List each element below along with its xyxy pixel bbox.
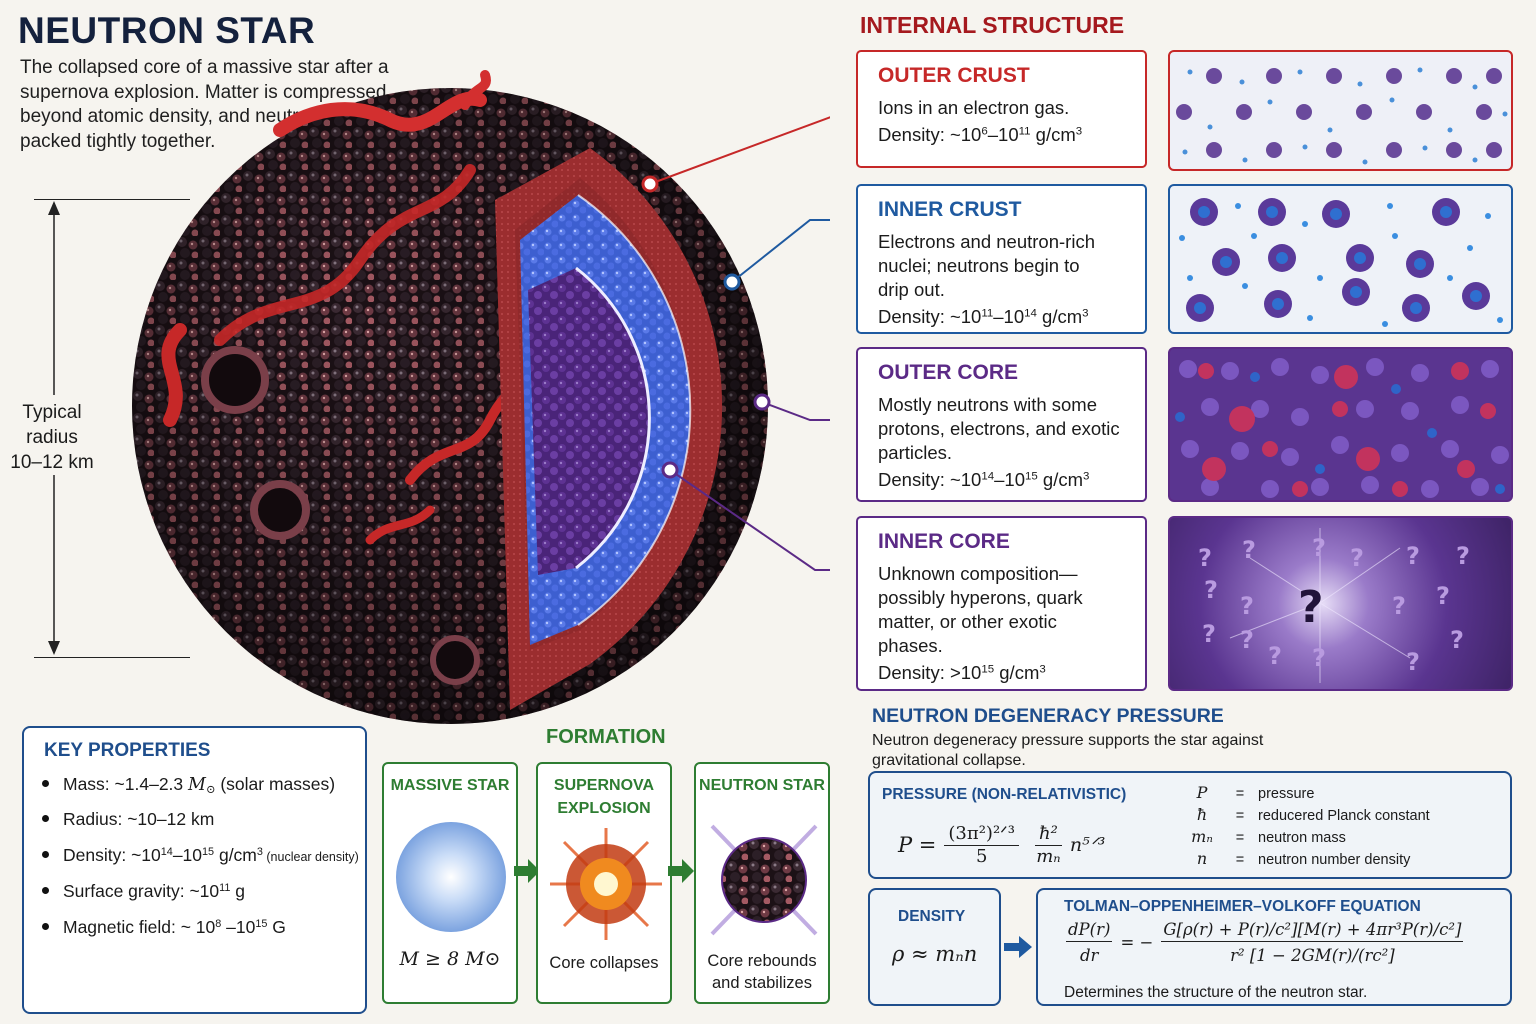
question-mark-icon: ?: [1450, 626, 1464, 654]
supernova-explosion-image: [550, 828, 662, 940]
stage-massive-star: MASSIVE STAR M ≥ 8 M⊙: [382, 762, 518, 1004]
pressure-formula: P = (3π²)²ᐟ³ 5 ħ² mₙ n⁵ᐟ³: [898, 823, 1106, 867]
outer-crust-visual: [1168, 50, 1513, 171]
tov-equation-panel: TOLMAN–OPPENHEIMER–VOLKOFF EQUATION dP(r…: [1036, 888, 1512, 1006]
question-mark-icon: ?: [1350, 544, 1364, 572]
degeneracy-description: Neutron degeneracy pressure supports the…: [872, 732, 1264, 769]
key-properties-panel: KEY PROPERTIES Mass: ~1.4–2.3 M⊙ (solar …: [22, 726, 367, 1014]
question-mark-icon: ?: [1202, 620, 1216, 648]
question-mark-icon: ?: [1406, 542, 1420, 570]
layer-inner-crust: INNER CRUST Electrons and neutron-rich n…: [856, 184, 1147, 334]
density-formula: ρ ≈ mₙn: [892, 942, 978, 966]
density-formula-panel: DENSITY ρ ≈ mₙn: [868, 888, 1001, 1006]
inner-core-visual: ?????? ???? ?????? ?: [1168, 516, 1513, 691]
layer-density: Density: ~1011–1014 g/cm3: [878, 306, 1089, 327]
property-surface-gravity: Surface gravity: ~1011 g: [42, 881, 245, 902]
right-arrow-icon: [1004, 936, 1032, 958]
radius-top-line: [34, 199, 190, 200]
right-arrow-icon: [668, 859, 694, 883]
question-mark-icon: ?: [1456, 542, 1470, 570]
layer-description: Mostly neutrons with some protons, elect…: [878, 394, 1120, 463]
question-mark-icon: ?: [1198, 544, 1212, 572]
layer-density: Density: >1015 g/cm3: [878, 662, 1046, 683]
radius-label: Typical radius 10–12 km: [10, 402, 94, 473]
key-properties-title: KEY PROPERTIES: [44, 740, 211, 761]
layer-density: Density: ~1014–1015 g/cm3: [878, 469, 1090, 490]
tov-title: TOLMAN–OPPENHEIMER–VOLKOFF EQUATION: [1064, 898, 1421, 915]
layer-outer-crust: OUTER CRUST Ions in an electron gas. Den…: [856, 50, 1147, 168]
radius-bottom-line: [34, 657, 190, 658]
question-mark-icon: ?: [1436, 582, 1450, 610]
question-mark-icon: ?: [1312, 644, 1326, 672]
question-mark-icon: ?: [1392, 592, 1406, 620]
layer-density: Density: ~106–1011 g/cm3: [878, 124, 1083, 145]
question-mark-icon: ?: [1204, 576, 1218, 604]
question-mark-icon: ?: [1240, 626, 1254, 654]
question-mark-icon: ?: [1298, 582, 1324, 633]
layer-description: Ions in an electron gas.: [878, 97, 1070, 118]
layer-title: INNER CRUST: [878, 198, 1022, 221]
legend-neutron-mass: mₙ=neutron mass: [1191, 827, 1346, 846]
layer-outer-core: OUTER CORE Mostly neutrons with some pro…: [856, 347, 1147, 502]
neutron-star-small-image: [710, 824, 818, 936]
question-mark-icon: ?: [1406, 648, 1420, 676]
page-title: NEUTRON STAR: [18, 10, 316, 51]
question-mark-icon: ?: [1240, 592, 1254, 620]
pressure-formula-panel: PRESSURE (NON-RELATIVISTIC) P = (3π²)²ᐟ³…: [868, 771, 1512, 879]
inner-crust-visual: [1168, 184, 1513, 334]
question-mark-icon: ?: [1312, 534, 1326, 562]
right-arrow-icon: [514, 859, 540, 883]
question-mark-icon: ?: [1242, 536, 1256, 564]
layer-inner-core: INNER CORE Unknown composition—possibly …: [856, 516, 1147, 691]
layer-description: Unknown composition—possibly hyperons, q…: [878, 563, 1083, 656]
up-arrow-icon: [48, 201, 60, 215]
down-arrow-icon: [48, 641, 60, 655]
layer-title: INNER CORE: [878, 530, 1010, 553]
intro-text: The collapsed core of a massive star aft…: [20, 57, 389, 152]
formation-title: FORMATION: [546, 726, 666, 748]
layer-description: Electrons and neutron-rich nuclei; neutr…: [878, 231, 1095, 300]
radius-arrow: [48, 201, 60, 655]
property-mass: Mass: ~1.4–2.3 M⊙ (solar masses): [42, 774, 335, 795]
tov-note: Determines the structure of the neutron …: [1064, 984, 1368, 1001]
outer-core-visual: [1168, 347, 1513, 502]
massive-star-image: [396, 822, 506, 932]
neutron-star-cutaway-illustration: [132, 70, 830, 724]
legend-hbar: ħ=reducered Planck constant: [1196, 805, 1430, 824]
internal-structure-title: INTERNAL STRUCTURE: [860, 12, 1125, 38]
property-radius: Radius: ~10–12 km: [42, 809, 214, 830]
layer-title: OUTER CRUST: [878, 64, 1030, 87]
legend-pressure: P=pressure: [1196, 783, 1315, 802]
question-mark-icon: ?: [1268, 642, 1282, 670]
property-magnetic-field: Magnetic field: ~ 108 –1015 G: [42, 917, 286, 938]
legend-number-density: n=neutron number density: [1196, 849, 1411, 868]
tov-equation: dP(r) dr = − G[ρ(r) + P(r)/c²][M(r) + 4π…: [1066, 920, 1464, 965]
layer-title: OUTER CORE: [878, 361, 1019, 384]
degeneracy-title: NEUTRON DEGENERACY PRESSURE: [872, 705, 1224, 727]
property-density: Density: ~1014–1015 g/cm3 (nuclear densi…: [42, 845, 359, 866]
pressure-title: PRESSURE (NON-RELATIVISTIC): [882, 786, 1127, 803]
density-title: DENSITY: [898, 908, 966, 925]
